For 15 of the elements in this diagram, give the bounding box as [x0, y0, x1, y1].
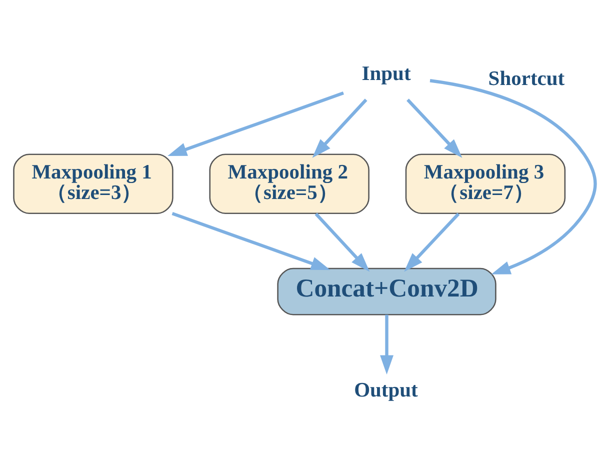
node-box: Maxpooling 2 （size=5）: [209, 153, 370, 214]
arrow: [312, 98, 368, 158]
node-text: Output: [354, 378, 418, 401]
edge-label: Shortcut: [488, 67, 565, 90]
arrow: [380, 314, 394, 374]
arrow: [168, 90, 344, 156]
node-box: Concat+Conv2D: [277, 267, 496, 315]
arrow: [430, 78, 597, 274]
node-box: Maxpooling 3 （size=7）: [405, 153, 566, 214]
arrow: [314, 212, 370, 272]
arrow: [172, 211, 330, 270]
arrow: [404, 212, 460, 272]
node-box: Maxpooling 1 （size=3）: [13, 153, 174, 214]
arrow: [406, 98, 462, 158]
node-text: Input: [362, 62, 411, 84]
